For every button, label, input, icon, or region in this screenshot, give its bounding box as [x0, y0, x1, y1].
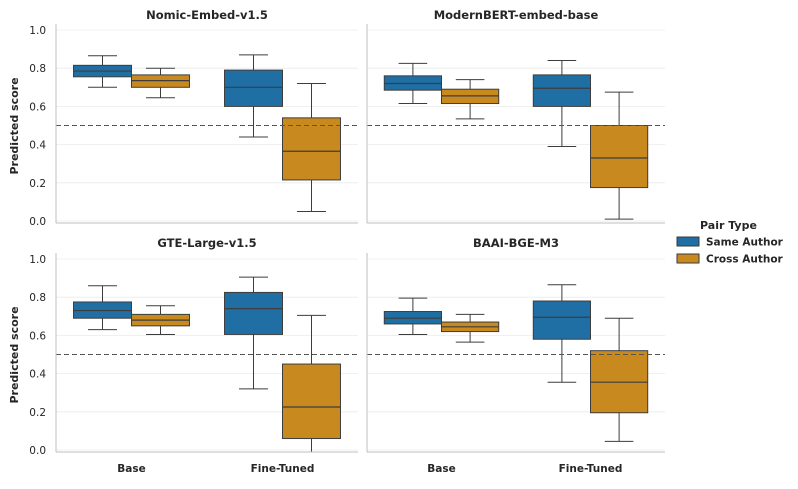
box-base-same-author	[383, 62, 442, 105]
x-tick-label: Fine-Tuned	[251, 463, 315, 475]
y-tick-label: 0.4	[29, 140, 46, 152]
box-iqr	[282, 117, 341, 181]
y-tick-label: 0.8	[29, 292, 46, 304]
legend-title: Pair Type	[700, 219, 757, 232]
box-iqr	[224, 69, 284, 107]
box-fine-tuned-same-author	[224, 276, 284, 390]
x-tick-label: Base	[117, 463, 145, 475]
x-tick-label: Fine-Tuned	[559, 463, 623, 475]
y-axis-label-bottom: Predicted score	[8, 306, 21, 403]
box-base-same-author	[73, 285, 132, 331]
box-base-same-author	[73, 55, 132, 88]
box-fine-tuned-same-author	[224, 54, 284, 138]
box-base-cross-author	[131, 305, 190, 335]
box-iqr	[224, 291, 284, 335]
y-tick-label: 0.0	[29, 445, 46, 457]
panel-title: GTE-Large-v1.5	[157, 236, 256, 250]
legend-item-same-author: Same Author	[706, 237, 784, 249]
y-tick-label: 1.0	[29, 25, 46, 37]
box-base-cross-author	[441, 313, 500, 343]
y-tick-label: 0.0	[29, 216, 46, 228]
box-fine-tuned-cross-author	[590, 91, 649, 220]
y-tick-label: 0.6	[29, 330, 46, 342]
y-tick-label: 0.2	[29, 178, 46, 190]
panel-nomic-embed-v1-5: Nomic-Embed-v1.5 0.0 0.2 0.4 0.6 0.8 1.0	[29, 8, 358, 228]
box-fine-tuned-cross-author	[282, 314, 341, 452]
legend: Pair Type Same Author Cross Author	[676, 219, 784, 266]
legend-swatch-same-author	[676, 236, 700, 247]
box-iqr	[532, 300, 591, 340]
x-tick-label: Base	[427, 463, 455, 475]
y-tick-label: 0.6	[29, 101, 46, 113]
panel-title: BAAI-BGE-M3	[473, 236, 559, 250]
y-tick-label: 0.4	[29, 369, 46, 381]
panel-title: Nomic-Embed-v1.5	[146, 8, 268, 22]
y-tick-label: 1.0	[29, 254, 46, 266]
y-tick-label: 0.8	[29, 63, 46, 75]
box-base-cross-author	[441, 79, 500, 120]
panel-title: ModernBERT-embed-base	[434, 8, 599, 22]
box-iqr	[590, 125, 649, 189]
box-base-cross-author	[131, 67, 190, 99]
box-fine-tuned-same-author	[532, 60, 591, 148]
facet-panels: Nomic-Embed-v1.5 0.0 0.2 0.4 0.6 0.8 1.0 Modern…	[29, 8, 665, 475]
panel-modernbert-embed-base: ModernBERT-embed-base	[366, 8, 665, 224]
box-iqr	[282, 363, 341, 440]
legend-swatch-cross-author	[676, 253, 700, 264]
legend-item-cross-author: Cross Author	[706, 254, 784, 266]
y-tick-label: 0.2	[29, 407, 46, 419]
box-fine-tuned-same-author	[532, 284, 591, 383]
box-base-same-author	[383, 297, 442, 335]
box-fine-tuned-cross-author	[590, 317, 649, 442]
box-fine-tuned-cross-author	[282, 82, 341, 212]
y-axis-label-top: Predicted score	[8, 77, 21, 174]
box-iqr	[532, 74, 591, 107]
